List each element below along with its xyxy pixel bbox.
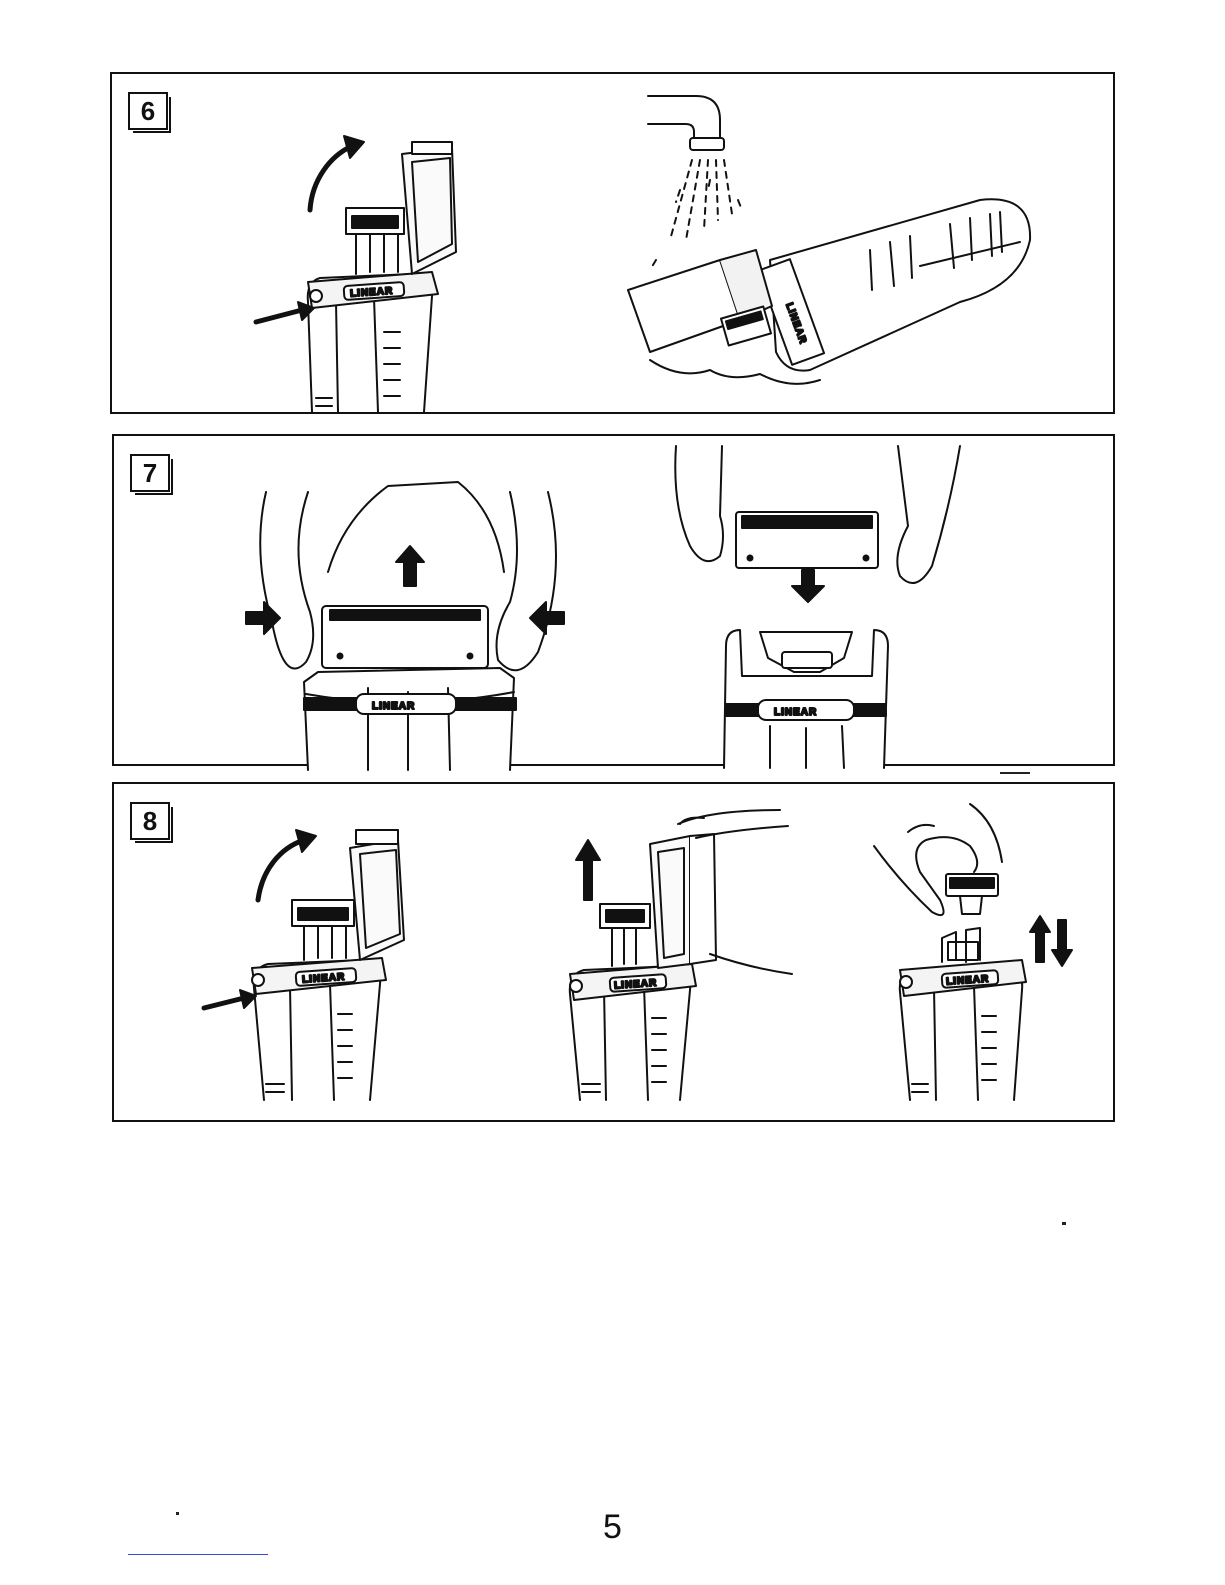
rinse-under-tap-illustration: LINEAR — [620, 90, 1040, 400]
pull-up-arrow-icon — [396, 546, 424, 586]
shaver-open-head-illustration: LINEAR — [252, 112, 462, 412]
insert-foil-frame-illustration: LINEAR — [670, 446, 970, 768]
step-number-badge: 8 — [130, 802, 170, 840]
print-speck — [1062, 1222, 1066, 1225]
press-release-arrow-icon — [204, 998, 244, 1008]
right-finger — [497, 492, 557, 670]
brand-logo-text: LINEAR — [372, 701, 415, 712]
rotate-open-arrow-icon — [310, 146, 352, 210]
lift-replace-arrows-icon — [1030, 916, 1072, 966]
step-6-panel: 6 LINEAR LINEAR — [110, 72, 1115, 414]
press-release-arrow-icon — [256, 310, 302, 322]
water-tap-icon — [648, 96, 720, 140]
print-speck — [1000, 772, 1030, 774]
detach-head-cap-illustration: LINEAR — [560, 804, 800, 1100]
footer-rule — [128, 1554, 268, 1555]
step-8-panel: 8 LINEAR LINEAR — [112, 782, 1115, 1122]
hand — [874, 804, 1002, 915]
step-7-panel: 7 LINEAR LINEAR — [112, 434, 1115, 766]
brand-logo-text: LINEAR — [774, 707, 817, 718]
left-finger — [260, 492, 313, 669]
water-stream — [650, 160, 742, 270]
remove-foil-frame-illustration: LINEAR — [248, 472, 568, 770]
open-shaver-head-illustration: LINEAR — [200, 818, 410, 1100]
step-number-badge: 7 — [130, 454, 170, 492]
page-number: 5 — [0, 1508, 1225, 1547]
rotate-open-arrow-icon — [258, 840, 304, 900]
step-number-badge: 6 — [128, 92, 168, 130]
pull-up-arrow-icon — [576, 840, 600, 900]
replace-cutter-block-illustration: LINEAR — [870, 802, 1090, 1100]
push-down-arrow-icon — [792, 570, 824, 602]
